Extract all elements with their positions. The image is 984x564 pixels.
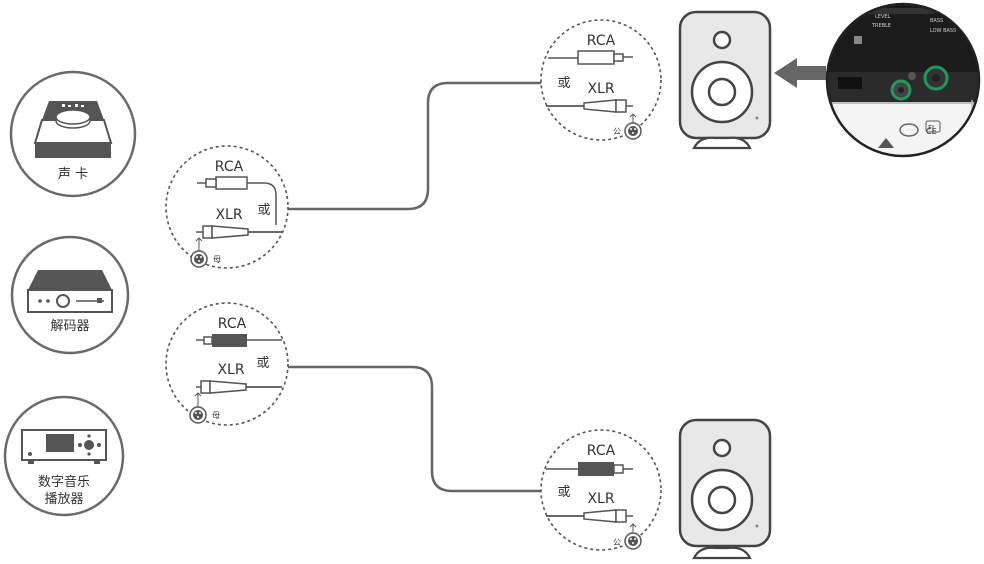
male-label: 公: [613, 538, 621, 547]
female-label: 母: [212, 411, 220, 420]
xlr-label: XLR: [217, 362, 244, 378]
panel-mark-treble: TREBLE: [871, 23, 891, 29]
or-label: 或: [257, 203, 270, 218]
speaker-connector-bubble-lower: RCA 或 XLR 公: [540, 429, 662, 551]
xlr-label: XLR: [587, 81, 614, 97]
rca-plug-icon: [196, 334, 282, 347]
rca-label: RCA: [218, 316, 247, 332]
dac-icon: [27, 270, 113, 313]
or-label: 或: [557, 76, 570, 91]
dac-device: 解码器: [10, 235, 130, 355]
dac-label: 解码器: [50, 319, 89, 334]
xlr-male-pin-icon: [624, 122, 642, 140]
source-connector-bubble-lower: RCA XLR 或 母: [165, 302, 289, 426]
cable-lower: [288, 365, 543, 493]
rca-label: RCA: [215, 159, 244, 175]
xlr-male-plug-icon: [546, 99, 637, 124]
rca-plug-icon: [546, 462, 633, 476]
panel-mark-fi: FI: [928, 124, 934, 132]
xlr-label: XLR: [587, 491, 614, 507]
cable-upper: [288, 81, 543, 211]
source-connector-bubble-upper: RCA XLR 或 母: [165, 145, 289, 269]
panel-mark-low-bass: LOW BASS: [930, 28, 956, 34]
male-label: 公: [613, 127, 621, 136]
digital-player-label-line2: 播放器: [44, 492, 83, 507]
back-panel-detail: LEVEL TREBLE BASS LOW BASS CE FI: [825, 2, 981, 158]
xlr-male-plug-icon: [546, 509, 637, 532]
xlr-female-pin-icon: [190, 250, 208, 268]
digital-player-device: 数字音乐 播放器: [3, 395, 125, 517]
rca-label: RCA: [587, 443, 616, 459]
xlr-male-pin-icon: [624, 532, 642, 550]
sound-card-label: 声 卡: [58, 167, 88, 182]
or-label: 或: [256, 356, 269, 371]
xlr-female-plug-icon: [195, 225, 282, 252]
rca-label: RCA: [587, 33, 616, 49]
panel-mark-bass: BASS: [930, 18, 943, 24]
rca-plug-icon: [548, 50, 633, 65]
digital-player-icon: [21, 429, 107, 464]
female-label: 母: [213, 255, 221, 264]
xlr-female-pin-icon: [189, 406, 207, 424]
panel-mark-level: LEVEL: [875, 14, 891, 20]
xlr-female-plug-icon: [194, 380, 282, 407]
rca-plug-icon: [197, 176, 277, 225]
speaker-connector-bubble-upper: RCA 或 XLR 公: [540, 19, 662, 141]
speaker-lower: [678, 418, 772, 560]
digital-player-label-line1: 数字音乐: [38, 474, 90, 490]
sound-card-icon: [33, 101, 113, 158]
sound-card-device: 声 卡: [9, 70, 137, 198]
xlr-label: XLR: [215, 207, 242, 223]
speaker-upper: [678, 10, 772, 150]
or-label: 或: [557, 485, 570, 500]
arrow-left-icon: [774, 58, 826, 88]
